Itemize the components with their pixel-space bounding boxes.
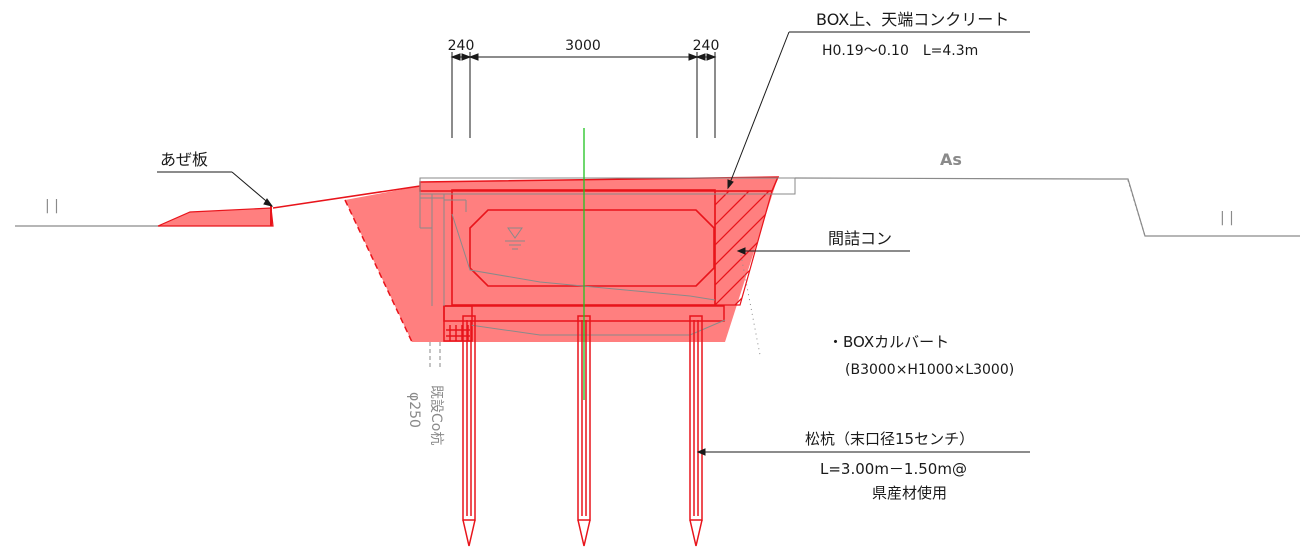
azeita-label: あぜ板	[160, 150, 208, 169]
dimension-lines	[450, 52, 717, 138]
dim-inner-span: 3000	[565, 38, 601, 54]
culvert-spec: (B3000×H1000×L3000)	[845, 362, 1014, 378]
pile-note: 県産材使用	[872, 484, 947, 502]
surface-label: As	[940, 150, 962, 169]
mazume-label: 間詰コン	[828, 229, 892, 248]
ground-mark-right: | |	[1220, 210, 1234, 226]
ground-mark-left: | |	[45, 198, 59, 214]
existing-structure	[419, 177, 796, 370]
existing-pile-line2: φ250	[406, 392, 422, 428]
dim-right-wall: 240	[693, 38, 720, 54]
box-top-title: BOX上、天端コンクリート	[816, 10, 1009, 29]
pile-right	[689, 315, 703, 547]
ground-lines	[15, 177, 1300, 237]
dim-left-wall: 240	[448, 38, 475, 54]
leader-lines	[157, 31, 1030, 456]
pile-spec: L=3.00m－1.50m@	[820, 460, 967, 478]
pile-title: 松杭（末口径15センチ）	[805, 430, 974, 448]
culvert-title: ・BOXカルバート	[828, 333, 949, 351]
top-concrete	[419, 176, 780, 192]
azeita-board	[157, 185, 421, 227]
excavation-fill	[345, 177, 778, 342]
existing-pile-line1: 既設Co杭	[428, 385, 444, 445]
pile-left	[462, 315, 476, 547]
box-top-spec: H0.19～0.10 L=4.3m	[822, 43, 978, 59]
water-level-symbol	[505, 227, 525, 250]
